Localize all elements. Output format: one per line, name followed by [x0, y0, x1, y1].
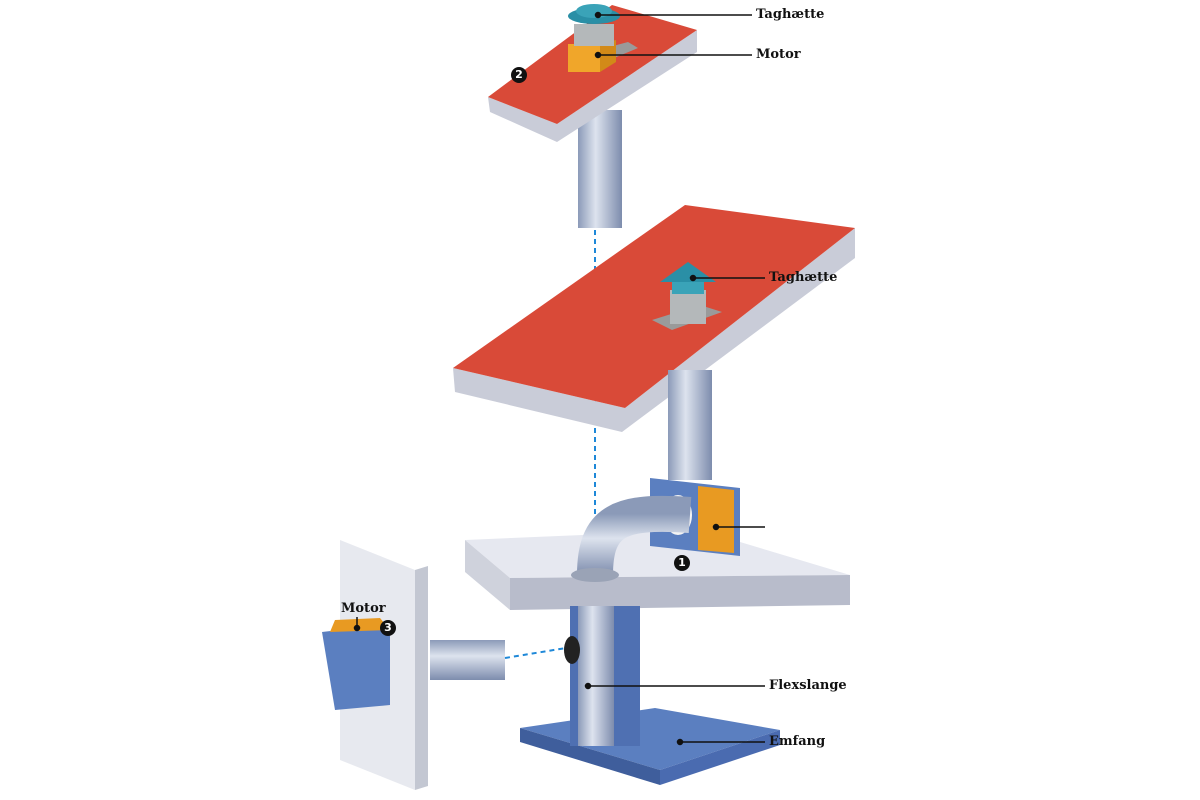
label-wall-motor: Motor: [341, 601, 386, 616]
label-top-cap: Taghætte: [756, 7, 825, 22]
badge-3: 3: [380, 620, 396, 636]
wall: [322, 540, 505, 790]
elbow-hose: [577, 495, 692, 576]
label-hood: Emfang: [769, 734, 826, 749]
hood-assembly: [520, 606, 780, 785]
wall-vent: [322, 624, 390, 710]
leader-lines: [353, 11, 765, 746]
label-flex-hose: Flexslange: [769, 678, 847, 693]
wall-pipe: [430, 640, 505, 680]
wall-motor: [330, 618, 390, 632]
top-duct-pipe: [578, 110, 622, 228]
top-roof: [488, 4, 697, 228]
fan-box: [571, 478, 740, 582]
top-motor: [568, 44, 600, 72]
badge-2: 2: [511, 67, 527, 83]
mid-duct-pipe: [668, 370, 712, 480]
flex-hose: [578, 606, 614, 746]
mid-roof-cap: [660, 262, 716, 282]
badge-1: 1: [674, 555, 690, 571]
label-top-motor: Motor: [756, 47, 801, 62]
floor-plate: [465, 530, 850, 610]
dashed-connection-horizontal: [504, 647, 567, 659]
label-mid-cap: Taghætte: [769, 270, 838, 285]
mid-roof: [453, 205, 855, 480]
fan-motor: [698, 486, 734, 553]
